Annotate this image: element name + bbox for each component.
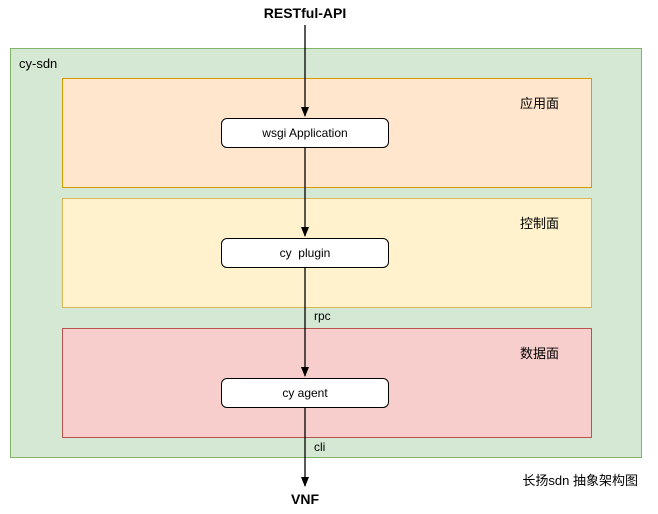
vnf-label: VNF [291,491,319,507]
node-cy-agent: cy agent [221,378,389,408]
cli-edge-label: cli [314,440,326,454]
restful-api-label: RESTful-API [263,5,347,21]
node-wsgi-application: wsgi Application [221,118,389,148]
application-plane-label: 应用面 [519,96,559,111]
data-plane-label: 数据面 [519,346,559,361]
application-plane: 应用面 [62,78,592,188]
diagram-caption: 长扬sdn 抽象架构图 [522,473,638,488]
node-cy-plugin: cy plugin [221,238,389,268]
cy-sdn-container-label: cy-sdn [19,56,58,71]
control-plane-label: 控制面 [519,216,559,231]
rpc-edge-label: rpc [314,309,331,323]
